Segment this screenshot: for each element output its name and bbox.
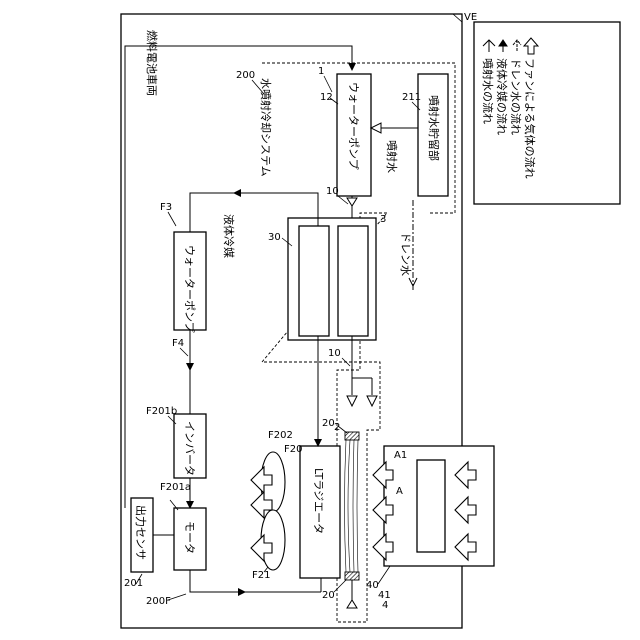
ref-F3: F3 [160,202,172,213]
ref-A1: A1 [394,450,407,461]
legend-fan-text: ファンによる気体の流れ [523,58,537,179]
ref-40: 40 [366,580,379,591]
ref-201: 201 [124,578,143,589]
ref-F4: F4 [172,338,184,349]
cooler-pad-left [299,226,329,336]
legend-drain-text: ドレン水の流れ [509,58,523,135]
liquid-coolant-label: 液体冷媒 [222,214,236,258]
legend-spray-text: 噴射水の流れ [481,58,495,124]
ref-10-top: 10 [326,186,339,197]
ref-3: 3 [380,214,386,225]
system-label: 水噴射冷却システム [259,78,273,177]
ref-A: A [396,486,403,497]
legend-coolant-text: 液体冷媒の流れ [495,58,509,135]
lt-radiator-label: LTラジエータ [312,468,325,534]
air-condenser [417,460,445,552]
fan-blade-bottom [261,510,285,570]
ref-F202: F202 [268,430,293,441]
nozzle-bottom [345,572,359,580]
ref-30: 30 [268,232,281,243]
ve-leader [453,14,462,22]
ref-F20: F20 [284,444,302,455]
water-pump-top-label: ウォーターポンプ [347,82,360,170]
ref-20-top: 20 [322,418,335,429]
output-sensor-label: 出力センサ [134,505,148,560]
system-ref: 200 [236,70,255,81]
nozzle-top [345,432,359,440]
ref-12: 12 [320,92,333,103]
spray-water-label: 噴射水 [385,140,399,173]
drain-water-label: ドレン水 [399,232,412,276]
water-tank-label: 噴射水貯留部 [427,95,441,161]
cooler-pad-right [338,226,368,336]
ref-1: 1 [318,66,324,77]
motor-label: モータ [183,521,196,554]
ref-4: 4 [382,600,388,611]
water-pump-left-label: ウォーターポンプ [183,245,196,333]
ref-20-bottom: 20 [322,590,335,601]
ref-F201b: F201b [146,406,177,417]
ref-200F: 200F [146,596,171,607]
ref-10-mid: 10 [328,348,341,359]
ref-F201a: F201a [160,482,191,493]
inverter-label: インバータ [183,421,196,476]
ref-211: 211 [402,92,421,103]
coolant-line-motor-radiator [190,570,245,592]
ref-F21: F21 [252,570,270,581]
vehicle-label: 燃料電池車両 [145,30,159,96]
spray-lines [345,440,359,572]
